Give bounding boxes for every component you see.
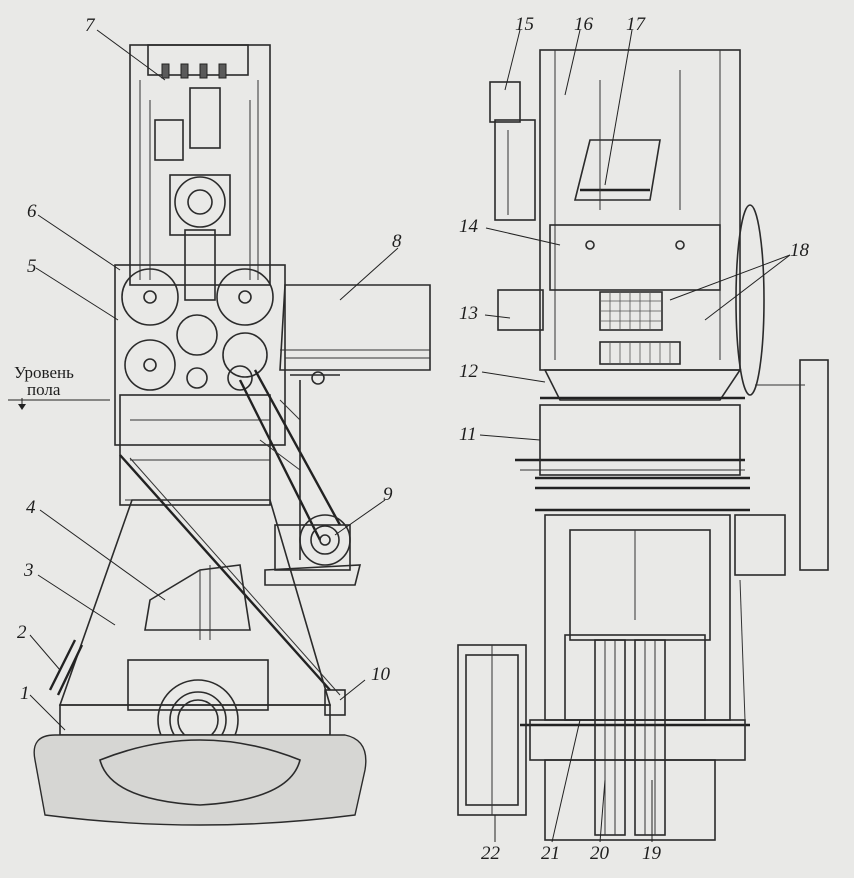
side-block (154, 119, 184, 161)
roller-middle (176, 314, 218, 356)
callout-3: 3 (24, 560, 34, 581)
gear-20 (594, 639, 626, 836)
roller-5 (121, 268, 179, 326)
motor-pulley (299, 514, 351, 566)
callout-10: 10 (371, 664, 390, 685)
callout-12: 12 (459, 361, 478, 382)
slide-block (169, 174, 231, 236)
callout-9: 9 (383, 484, 393, 505)
left-view (8, 44, 431, 826)
roller-lower-left (124, 339, 176, 391)
drive-belt-guard (799, 359, 829, 571)
callout-11: 11 (459, 424, 477, 445)
roller-lower-right (222, 332, 268, 378)
callout-5: 5 (27, 256, 37, 277)
callout-13: 13 (459, 303, 478, 324)
mid-frame (119, 394, 271, 506)
feed-chute (279, 284, 431, 371)
press-table (543, 369, 742, 401)
floor-level-line2: пола (27, 380, 61, 399)
upper-frame (129, 44, 271, 286)
mold-grid (600, 292, 662, 330)
floor-level-label: Уровень пола (14, 364, 74, 398)
callout-16: 16 (574, 14, 593, 35)
plunger-top (189, 87, 221, 149)
leader-lines (29, 29, 791, 843)
callout-19: 19 (642, 843, 661, 864)
callout-1: 1 (20, 683, 30, 704)
callout-17: 17 (626, 14, 645, 35)
callout-22: 22 (481, 843, 500, 864)
callout-4: 4 (26, 497, 36, 518)
callout-6: 6 (27, 201, 37, 222)
lower-table (539, 404, 741, 476)
side-motor (734, 514, 786, 576)
callout-21: 21 (541, 843, 560, 864)
callout-15: 15 (515, 14, 534, 35)
callout-8: 8 (392, 231, 402, 252)
callout-14: 14 (459, 216, 478, 237)
top-bolts (161, 63, 227, 79)
upper-gear (174, 176, 226, 228)
block-14 (549, 224, 721, 291)
gear-19 (634, 639, 666, 836)
right-view (457, 49, 829, 841)
callout-2: 2 (17, 622, 27, 643)
top-motor (489, 81, 521, 123)
roller-6 (216, 268, 274, 326)
callout-18: 18 (790, 240, 809, 261)
foundation (33, 734, 367, 826)
window-opening (144, 564, 251, 631)
callout-7: 7 (85, 15, 95, 36)
callout-20: 20 (590, 843, 609, 864)
flywheel (735, 204, 765, 396)
electric-motor (274, 524, 351, 571)
roller-housing (114, 264, 286, 446)
top-cap (147, 44, 249, 76)
base-block (544, 759, 716, 841)
lower-frame (544, 514, 731, 721)
upper-die (573, 139, 661, 201)
floor-level-line1: Уровень (14, 363, 74, 382)
